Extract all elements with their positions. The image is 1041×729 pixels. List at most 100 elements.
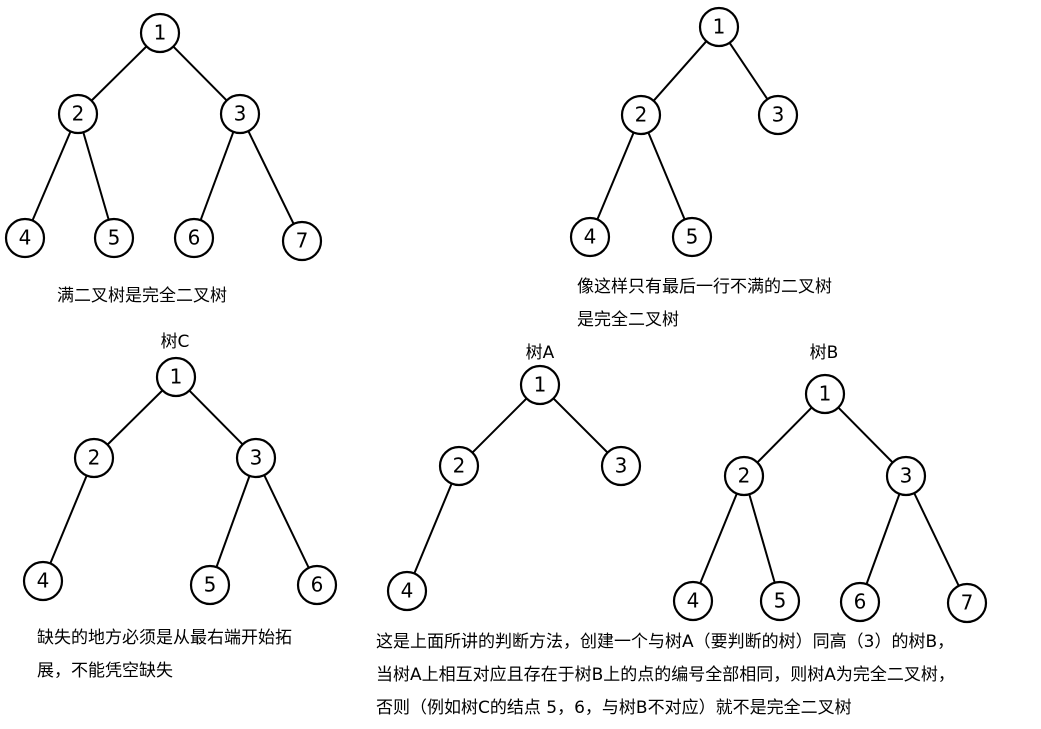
node-circle — [189, 564, 231, 606]
tree-edge — [596, 132, 635, 220]
node-label: 1 — [819, 382, 832, 406]
node-circle — [620, 94, 662, 136]
node-label: 3 — [772, 103, 785, 127]
node-circle — [839, 581, 881, 623]
node-circle — [93, 217, 135, 259]
tree-title: 树C — [161, 332, 190, 352]
tree-edge — [552, 397, 609, 454]
tree-edge — [247, 130, 295, 225]
node-label: 6 — [854, 590, 867, 614]
tree-edge — [748, 493, 776, 584]
node-label: 7 — [961, 591, 974, 615]
node-circle — [438, 445, 480, 487]
node-circle — [386, 570, 428, 612]
tree-node: 7 — [946, 582, 988, 624]
tree-node: 5 — [759, 580, 801, 622]
node-circle — [296, 564, 338, 606]
node-label: 7 — [296, 229, 309, 253]
tree-title: 树A — [526, 343, 555, 363]
tree-edge — [82, 131, 110, 221]
node-label: 1 — [154, 21, 167, 45]
node-label: 5 — [774, 589, 787, 613]
tree-edge — [263, 474, 310, 569]
node-label: 5 — [108, 226, 121, 250]
tree-edge — [471, 397, 528, 454]
tree-node: 4 — [569, 216, 611, 258]
node-label: 2 — [738, 464, 751, 488]
caption-last-row-line2: 是完全二叉树 — [577, 310, 679, 330]
node-label: 2 — [635, 103, 648, 127]
tree-node: 4 — [672, 580, 714, 622]
tree-node: 2 — [438, 445, 480, 487]
tree-node: 2 — [73, 437, 115, 479]
node-circle — [698, 6, 740, 48]
node-circle — [672, 580, 714, 622]
tree-node: 7 — [281, 220, 323, 262]
node-circle — [671, 216, 713, 258]
tree-node: 3 — [885, 455, 927, 497]
tree-node: 3 — [219, 93, 261, 135]
node-circle — [139, 12, 181, 54]
node-label: 2 — [88, 446, 101, 470]
tree-edge — [413, 483, 453, 574]
tree-node: 3 — [600, 445, 642, 487]
node-circle — [155, 356, 197, 398]
tree-edge — [31, 131, 72, 221]
tree-node: 1 — [139, 12, 181, 54]
node-circle — [569, 216, 611, 258]
node-label: 4 — [401, 579, 414, 603]
tree-tree-c: 树C 1 2 3 4 5 6 — [22, 332, 338, 606]
node-label: 5 — [204, 573, 217, 597]
node-label: 1 — [713, 15, 726, 39]
tree-tree-a: 树A 1 2 3 4 — [386, 343, 642, 612]
node-label: 1 — [170, 365, 183, 389]
tree-node: 1 — [519, 364, 561, 406]
tree-node: 5 — [189, 564, 231, 606]
node-circle — [22, 560, 64, 602]
node-label: 1 — [534, 373, 547, 397]
node-label: 3 — [234, 102, 247, 126]
node-label: 2 — [72, 102, 85, 126]
tree-node: 3 — [757, 94, 799, 136]
node-circle — [759, 580, 801, 622]
tree-node: 2 — [57, 93, 99, 135]
tree-edge — [188, 389, 244, 446]
node-circle — [885, 455, 927, 497]
node-label: 4 — [37, 569, 50, 593]
caption-method-line2: 当树A上相互对应且存在于树B上的点的编号全部相同，则树A为完全二叉树， — [376, 665, 955, 685]
tree-node: 3 — [235, 437, 277, 479]
caption-last-row-line1: 像这样只有最后一行不满的二叉树 — [577, 277, 832, 297]
tree-title: 树B — [810, 343, 839, 363]
node-label: 3 — [615, 454, 628, 478]
caption-full-tree: 满二叉树是完全二叉树 — [57, 286, 227, 306]
node-label: 4 — [19, 226, 32, 250]
tree-node: 5 — [93, 217, 135, 259]
node-label: 6 — [188, 226, 201, 250]
tree-full: 1 2 3 4 5 6 7 — [4, 12, 323, 262]
tree-node: 2 — [723, 455, 765, 497]
node-circle — [723, 455, 765, 497]
node-circle — [757, 94, 799, 136]
tree-node: 6 — [839, 581, 881, 623]
tree-edge — [865, 493, 901, 585]
node-label: 4 — [584, 225, 597, 249]
tree-node: 6 — [296, 564, 338, 606]
node-label: 4 — [687, 589, 700, 613]
node-circle — [235, 437, 277, 479]
caption-missing-line1: 缺失的地方必须是从最右端开始拓 — [37, 628, 292, 648]
node-circle — [600, 445, 642, 487]
tree-edge — [647, 132, 686, 220]
node-circle — [57, 93, 99, 135]
tree-edge — [913, 492, 960, 587]
tree-edge — [215, 475, 251, 568]
caption-missing-line2: 展，不能凭空缺失 — [37, 661, 173, 681]
tree-node: 4 — [22, 560, 64, 602]
tree-edge — [90, 45, 148, 102]
node-circle — [804, 373, 846, 415]
node-circle — [519, 364, 561, 406]
node-circle — [946, 582, 988, 624]
tree-edge — [49, 475, 88, 564]
tree-node: 2 — [620, 94, 662, 136]
